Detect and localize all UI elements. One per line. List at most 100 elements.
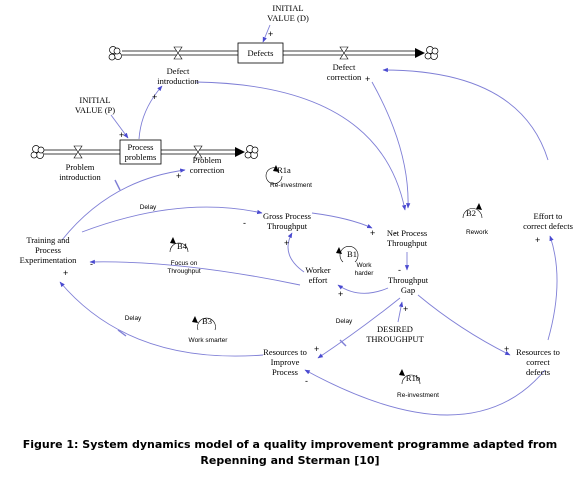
svg-text:Process: Process	[272, 367, 298, 377]
var-gross-process-throughput: Gross Process Throughput	[263, 211, 311, 231]
svg-text:harder: harder	[355, 270, 375, 277]
svg-text:Resources to: Resources to	[263, 347, 307, 357]
loop-b1: B1 Work harder	[336, 245, 375, 277]
delay-label: Delay	[336, 318, 353, 325]
svg-text:+: +	[176, 171, 181, 181]
svg-text:-: -	[90, 259, 93, 269]
svg-text:defects: defects	[526, 367, 550, 377]
link-gap-resources-improve	[317, 297, 401, 359]
svg-text:-: -	[398, 265, 401, 275]
link-initial-d-defects	[262, 24, 271, 43]
link-training-gross	[81, 206, 263, 233]
svg-text:VALUE (D): VALUE (D)	[267, 13, 309, 23]
var-net-process-throughput: Net Process Throughput	[387, 228, 428, 248]
link-initial-p-process	[110, 114, 129, 139]
svg-text:Net Process: Net Process	[387, 228, 427, 238]
svg-text:+: +	[403, 304, 408, 314]
loop-b3: B3 Work smarter	[189, 316, 229, 344]
link-defect-corr-net	[371, 81, 411, 209]
link-resources-correct-effort	[547, 235, 558, 341]
var-initial-value-p: INITIAL VALUE (P)	[75, 95, 115, 115]
var-resources-correct-defects: Resources to correct defects	[516, 347, 560, 377]
svg-text:VALUE (P): VALUE (P)	[75, 105, 115, 115]
svg-text:Re-investment: Re-investment	[397, 392, 439, 399]
svg-text:Work: Work	[356, 262, 372, 269]
svg-text:+: +	[365, 74, 370, 84]
link-gap-worker	[337, 284, 389, 294]
var-effort-correct-defects: Effort to correct defects	[523, 211, 573, 231]
figure-caption-line-2: Repenning and Sterman [10]	[200, 454, 380, 467]
link-worker-training	[89, 259, 301, 286]
svg-text:+: +	[314, 344, 319, 354]
svg-text:Throughput: Throughput	[167, 268, 200, 275]
svg-text:+: +	[284, 238, 289, 248]
svg-text:+: +	[63, 268, 68, 278]
svg-text:+: +	[338, 289, 343, 299]
svg-text:+: +	[370, 228, 375, 238]
polarity-signs: + + + + + - + - + - + - + + + - + +	[63, 29, 540, 386]
defects-flow-pipe	[122, 46, 425, 60]
var-worker-effort: Worker effort	[305, 265, 330, 285]
svg-text:Worker: Worker	[305, 265, 330, 275]
svg-text:-: -	[243, 218, 246, 228]
svg-text:introduction: introduction	[59, 172, 101, 182]
svg-text:Effort to: Effort to	[534, 211, 563, 221]
svg-text:+: +	[268, 29, 273, 39]
svg-text:Experimentation: Experimentation	[20, 255, 77, 265]
svg-text:Focus on: Focus on	[171, 260, 198, 267]
svg-text:Process: Process	[35, 245, 61, 255]
svg-text:Improve: Improve	[271, 357, 300, 367]
svg-text:+: +	[535, 235, 540, 245]
link-resources-improve-training	[59, 281, 264, 357]
loop-b2: B2 Rework	[462, 203, 489, 236]
svg-text:Training and: Training and	[26, 235, 70, 245]
svg-text:Problem: Problem	[66, 162, 95, 172]
delay-label: Delay	[125, 315, 142, 322]
svg-text:DESIRED: DESIRED	[377, 324, 413, 334]
var-desired-throughput: DESIRED THROUGHPUT	[366, 324, 424, 344]
svg-text:R1b: R1b	[406, 373, 420, 383]
stock-defects-label: Defects	[248, 48, 274, 58]
svg-text:Gap: Gap	[401, 285, 415, 295]
link-effort-defect-corr	[382, 67, 549, 161]
stock-process-problems-line-1: Process	[128, 142, 154, 152]
svg-text:B2: B2	[466, 208, 476, 218]
cloud-icon	[424, 46, 439, 60]
link-desired-gap	[397, 301, 404, 323]
svg-text:INITIAL: INITIAL	[272, 3, 303, 13]
svg-text:Defect: Defect	[333, 62, 356, 72]
var-defect-correction: Defect correction	[327, 62, 362, 82]
link-process-defect-intro	[138, 85, 163, 140]
svg-text:Throughput: Throughput	[387, 238, 428, 248]
svg-text:THROUGHPUT: THROUGHPUT	[366, 334, 424, 344]
svg-text:B1: B1	[347, 249, 357, 259]
problems-flow-pipe	[44, 145, 245, 159]
figure-caption: Figure 1: System dynamics model of a qua…	[0, 437, 580, 469]
svg-text:-: -	[305, 376, 308, 386]
causal-links	[59, 24, 558, 416]
loop-b4: B4 Focus on Throughput	[167, 237, 201, 275]
svg-text:Gross Process: Gross Process	[263, 211, 311, 221]
cloud-icon	[30, 145, 45, 159]
svg-text:Work smarter: Work smarter	[189, 337, 229, 344]
svg-text:Defect: Defect	[167, 66, 190, 76]
figure-caption-line-1: Figure 1: System dynamics model of a qua…	[22, 438, 558, 451]
svg-text:Re-investment: Re-investment	[270, 182, 312, 189]
svg-text:Rework: Rework	[466, 229, 489, 236]
cloud-icon	[244, 145, 259, 159]
var-problem-correction: Problem correction	[190, 155, 225, 175]
stock-defects: Defects	[237, 42, 284, 64]
svg-text:B3: B3	[202, 316, 212, 326]
loop-r1b: R1b Re-investment	[397, 369, 439, 399]
svg-text:correction: correction	[190, 165, 225, 175]
svg-text:Problem: Problem	[193, 155, 222, 165]
link-gap-resources-correct	[417, 294, 511, 356]
loop-r1a: R1a Re-investment	[265, 165, 312, 189]
svg-text:INITIAL: INITIAL	[79, 95, 110, 105]
var-defect-introduction: Defect introduction	[157, 66, 199, 86]
svg-text:+: +	[504, 344, 509, 354]
svg-text:Throughput: Throughput	[388, 275, 429, 285]
var-resources-improve-process: Resources to Improve Process	[263, 347, 307, 377]
link-resources-correct-improve	[304, 369, 546, 416]
